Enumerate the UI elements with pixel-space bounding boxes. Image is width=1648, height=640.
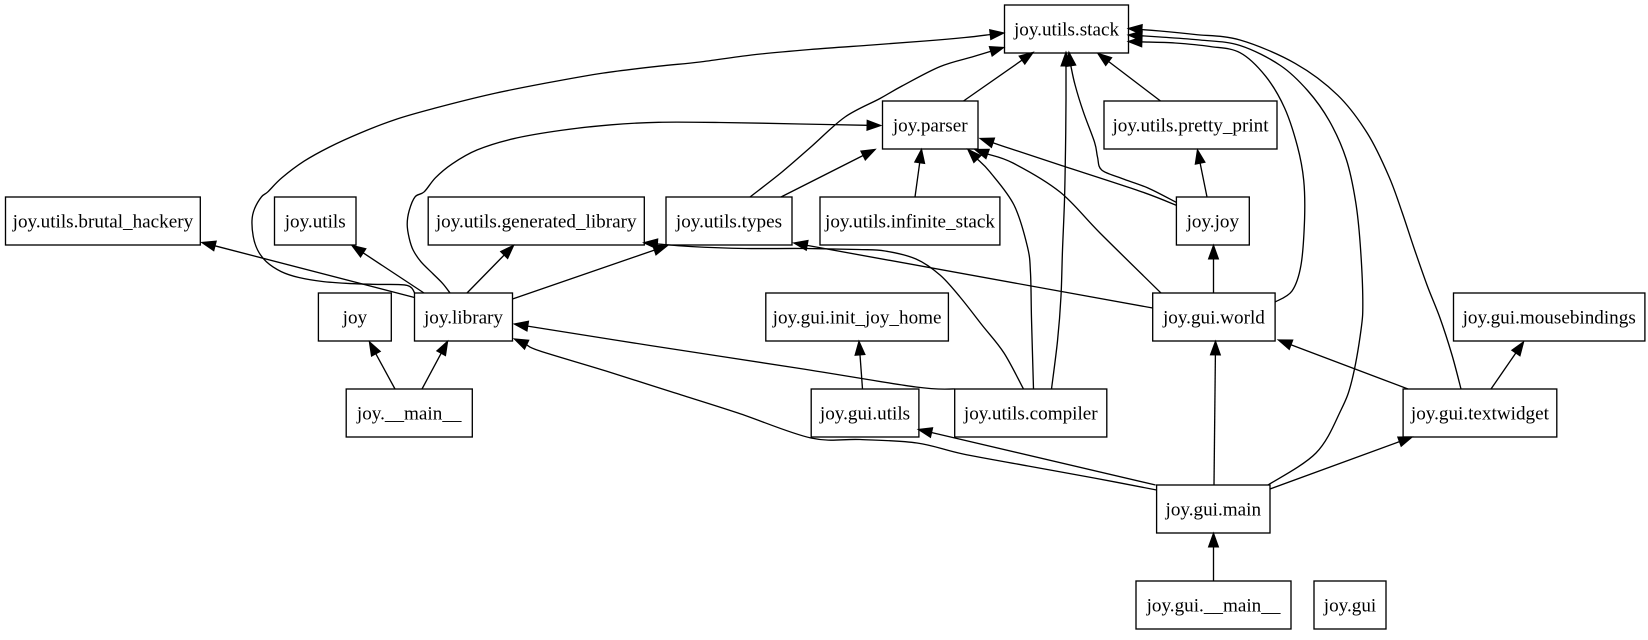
svg-text:joy.gui.init_joy_home: joy.gui.init_joy_home [772, 308, 942, 329]
svg-text:joy.utils.compiler: joy.utils.compiler [963, 404, 1098, 425]
svg-text:joy.library: joy.library [423, 308, 503, 329]
svg-text:joy.gui.__main__: joy.gui.__main__ [1146, 596, 1281, 617]
svg-text:joy.utils.generated_library: joy.utils.generated_library [435, 212, 637, 233]
svg-text:joy.__main__: joy.__main__ [356, 404, 462, 425]
svg-text:joy.utils.pretty_print: joy.utils.pretty_print [1111, 116, 1269, 137]
svg-text:joy.utils.infinite_stack: joy.utils.infinite_stack [824, 212, 995, 233]
svg-text:joy.gui: joy.gui [1323, 596, 1376, 617]
svg-text:joy.gui.main: joy.gui.main [1165, 500, 1262, 521]
svg-text:joy.utils.types: joy.utils.types [675, 212, 782, 233]
svg-text:joy.utils.stack: joy.utils.stack [1013, 20, 1120, 41]
svg-text:joy.gui.textwidget: joy.gui.textwidget [1410, 404, 1550, 425]
svg-text:joy.gui.utils: joy.gui.utils [819, 404, 910, 425]
svg-text:joy.parser: joy.parser [892, 116, 968, 137]
svg-text:joy.utils.brutal_hackery: joy.utils.brutal_hackery [12, 212, 194, 233]
svg-text:joy.utils: joy.utils [284, 212, 346, 233]
svg-text:joy.joy: joy.joy [1186, 212, 1240, 233]
svg-text:joy.gui.world: joy.gui.world [1162, 308, 1265, 329]
svg-text:joy: joy [342, 308, 368, 329]
svg-text:joy.gui.mousebindings: joy.gui.mousebindings [1462, 308, 1636, 329]
